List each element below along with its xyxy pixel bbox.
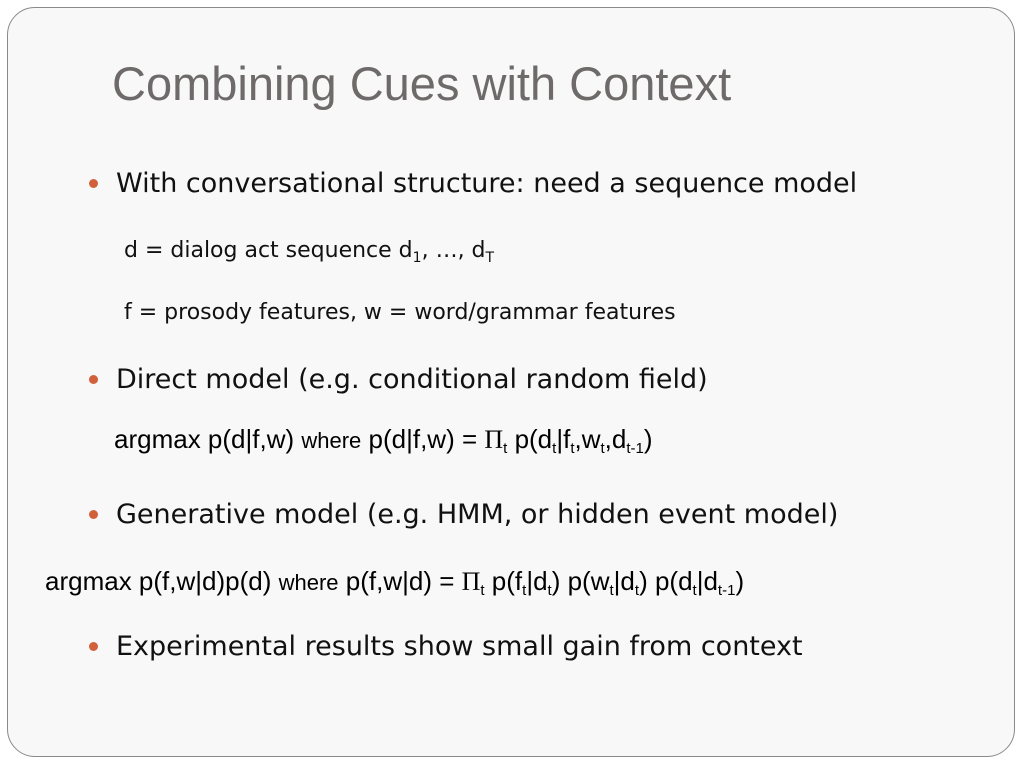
formula-part: |d: [613, 566, 635, 596]
bullet-text: Experimental results show small gain fro…: [116, 631, 803, 662]
subscript: t: [552, 440, 557, 457]
subscript: t: [570, 440, 575, 457]
bullet-dot-icon: [89, 179, 98, 188]
formula-part: ) p(d: [639, 566, 693, 596]
formula-part: ,d: [604, 424, 627, 454]
sub-line-dialog-act: d = dialog act sequence d1, …, dT: [124, 238, 495, 266]
formula-part: p(f,w|d) =: [345, 566, 462, 596]
bullet-text: With conversational structure: need a se…: [116, 168, 858, 199]
sub-text: d = dialog act sequence d: [124, 238, 413, 263]
product-symbol: Π: [461, 567, 481, 596]
formula-part: ,w: [574, 424, 601, 454]
formula-part: |f: [556, 424, 571, 454]
bullet-dot-icon: [89, 510, 98, 519]
formula-where: where: [301, 428, 362, 453]
subscript: t: [503, 440, 508, 457]
bullet-item: Direct model (e.g. conditional random fi…: [89, 364, 708, 395]
formula-part: ): [735, 566, 745, 596]
formula-lhs: argmax p(f,w|d)p(d): [45, 566, 272, 596]
formula-where: where: [278, 570, 339, 595]
bullet-dot-icon: [89, 375, 98, 384]
sub-line-features: f = prosody features, w = word/grammar f…: [124, 300, 676, 325]
slide-frame: [7, 7, 1015, 757]
subscript: t-1: [717, 582, 736, 599]
formula-part: |d: [696, 566, 718, 596]
formula-part: p(d|f,w) =: [368, 424, 485, 454]
formula-lhs: argmax p(d|f,w): [114, 424, 295, 454]
slide-title: Combining Cues with Context: [112, 57, 732, 110]
bullet-dot-icon: [89, 642, 98, 651]
bullet-item: Experimental results show small gain fro…: [89, 631, 803, 662]
subscript: 1: [412, 250, 422, 266]
bullet-text: Generative model (e.g. HMM, or hidden ev…: [116, 499, 839, 530]
product-symbol: Π: [484, 425, 504, 454]
formula-part: p(f: [484, 566, 523, 596]
subscript: T: [485, 250, 495, 266]
subscript: t: [480, 582, 485, 599]
formula-direct-model: argmax p(d|f,w) where p(d|f,w) = Πt p(dt…: [114, 424, 653, 457]
subscript: t-1: [626, 440, 644, 457]
formula-part: ): [643, 424, 653, 454]
bullet-item: Generative model (e.g. HMM, or hidden ev…: [89, 499, 838, 530]
subscript: t: [609, 582, 614, 599]
subscript: t: [692, 582, 697, 599]
formula-generative-model: argmax p(f,w|d)p(d) where p(f,w|d) = Πt …: [45, 566, 745, 599]
subscript: t: [522, 582, 527, 599]
bullet-item: With conversational structure: need a se…: [89, 168, 857, 199]
sub-text: , …, d: [421, 238, 486, 263]
bullet-text: Direct model (e.g. conditional random fi…: [116, 364, 708, 395]
formula-part: |d: [526, 566, 548, 596]
subscript: t: [547, 582, 552, 599]
formula-part: p(d: [507, 424, 553, 454]
formula-part: ) p(w: [551, 566, 610, 596]
subscript: t: [634, 582, 640, 599]
subscript: t: [600, 440, 605, 457]
